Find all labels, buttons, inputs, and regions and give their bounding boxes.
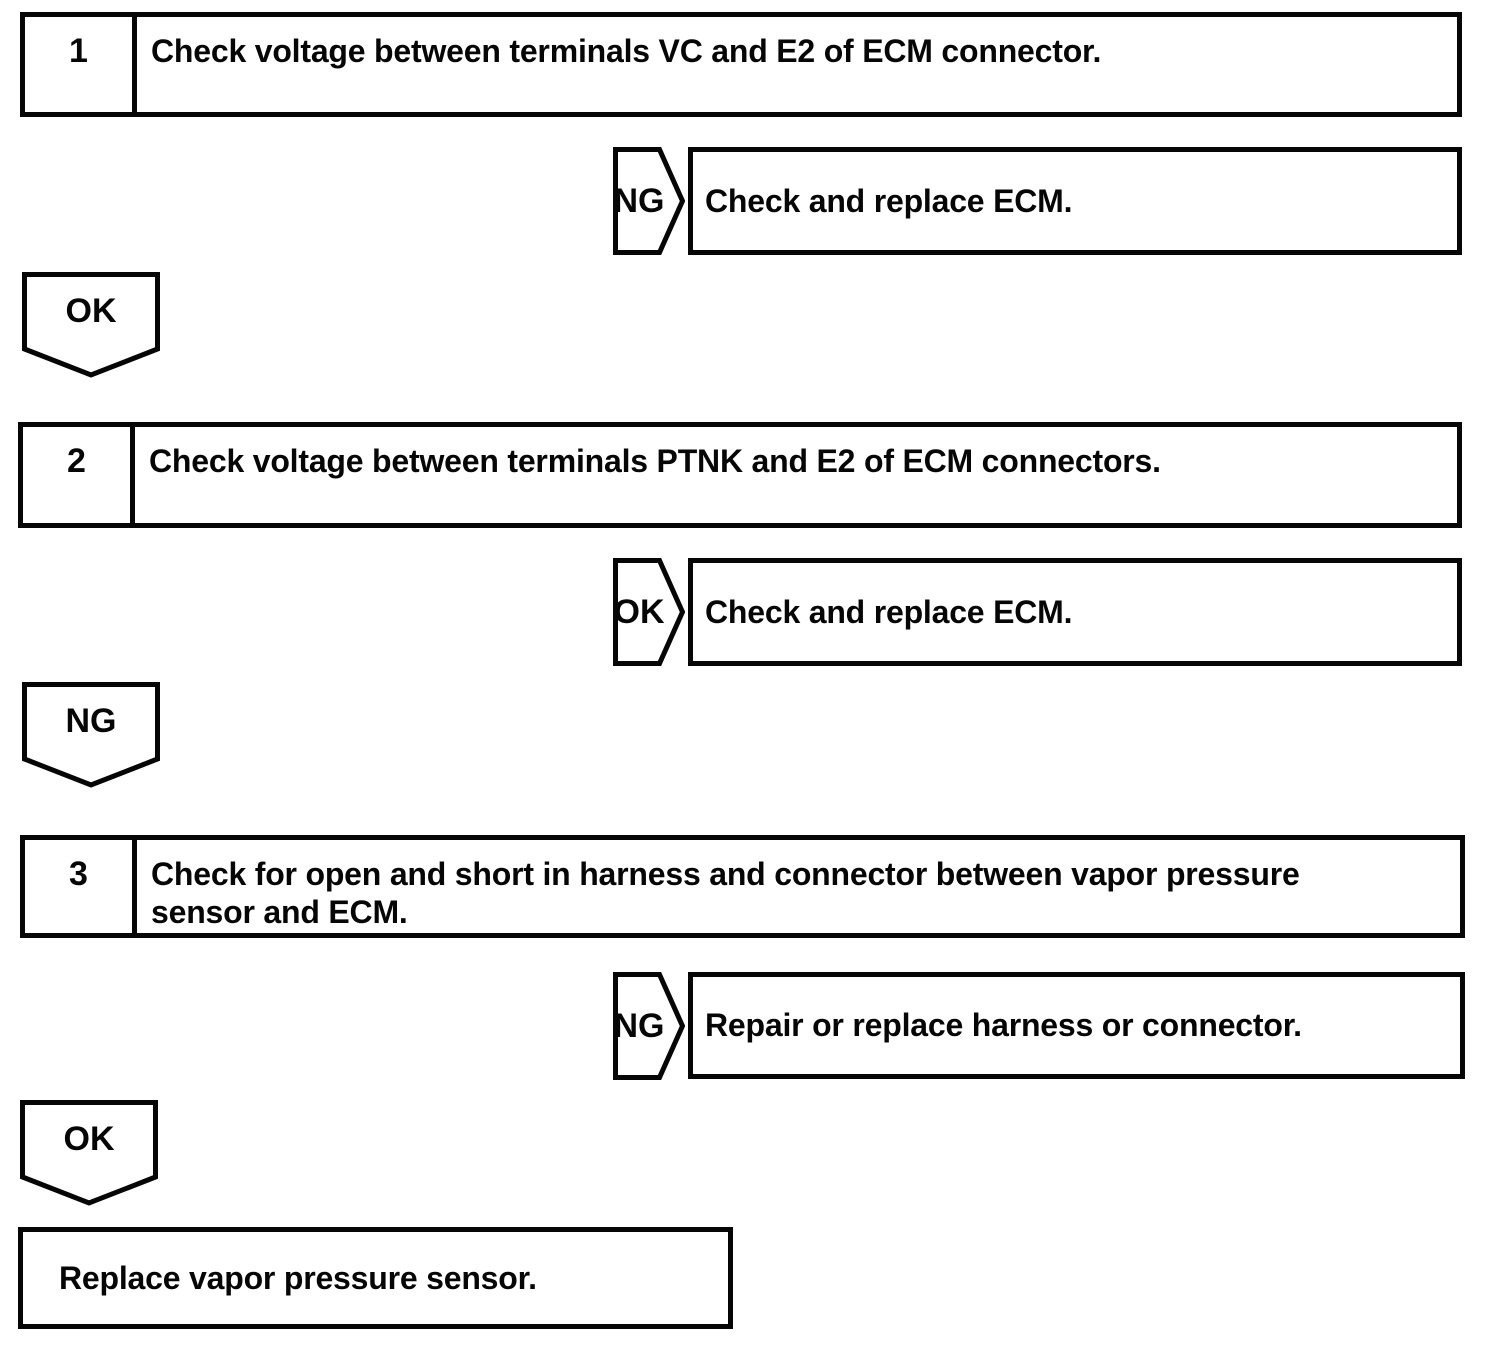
final-action-box: Replace vapor pressure sensor. bbox=[18, 1227, 733, 1329]
step-3-number: 3 bbox=[25, 840, 137, 933]
step-2-number: 2 bbox=[23, 427, 135, 523]
step-3-result-box: Repair or replace harness or connector. bbox=[688, 972, 1465, 1079]
right-arrow-shape bbox=[613, 972, 685, 1080]
step-2-branch-label: OK bbox=[613, 592, 665, 631]
step-2-branch-arrow-ok: OK bbox=[613, 558, 685, 666]
step-2-continue-label: NG bbox=[65, 701, 117, 740]
step-3-result-text: Repair or replace harness or connector. bbox=[705, 1007, 1302, 1043]
step-3-instruction: Check for open and short in harness and … bbox=[151, 856, 1300, 930]
down-arrow-shape bbox=[22, 682, 160, 788]
right-arrow-shape bbox=[613, 147, 685, 255]
step-3-continue-arrow-ok: OK bbox=[20, 1100, 158, 1206]
step-1-instruction: Check voltage between terminals VC and E… bbox=[151, 33, 1102, 69]
step-2-box: 2 Check voltage between terminals PTNK a… bbox=[18, 422, 1462, 528]
down-arrow-shape bbox=[22, 272, 160, 378]
step-3-branch-arrow-ng: NG bbox=[613, 972, 685, 1080]
right-arrow-shape bbox=[613, 558, 685, 666]
step-1-result-box: Check and replace ECM. bbox=[688, 147, 1462, 255]
step-3-box: 3 Check for open and short in harness an… bbox=[20, 835, 1465, 938]
down-arrow-shape bbox=[20, 1100, 158, 1206]
step-1-result-text: Check and replace ECM. bbox=[705, 182, 1073, 219]
step-1-branch-label: NG bbox=[613, 181, 665, 220]
step-2-continue-arrow-ng: NG bbox=[22, 682, 160, 788]
step-1-number: 1 bbox=[25, 17, 137, 112]
step-1-box: 1 Check voltage between terminals VC and… bbox=[20, 12, 1462, 117]
step-1-branch-arrow-ng: NG bbox=[613, 147, 685, 255]
step-1-continue-label: OK bbox=[65, 291, 117, 330]
step-1-continue-arrow-ok: OK bbox=[22, 272, 160, 378]
step-2-instruction: Check voltage between terminals PTNK and… bbox=[149, 443, 1161, 479]
final-action-text: Replace vapor pressure sensor. bbox=[59, 1259, 537, 1296]
step-3-continue-label: OK bbox=[63, 1119, 115, 1158]
step-2-result-box: Check and replace ECM. bbox=[688, 558, 1462, 666]
step-2-result-text: Check and replace ECM. bbox=[705, 593, 1073, 630]
step-3-branch-label: NG bbox=[613, 1006, 665, 1045]
